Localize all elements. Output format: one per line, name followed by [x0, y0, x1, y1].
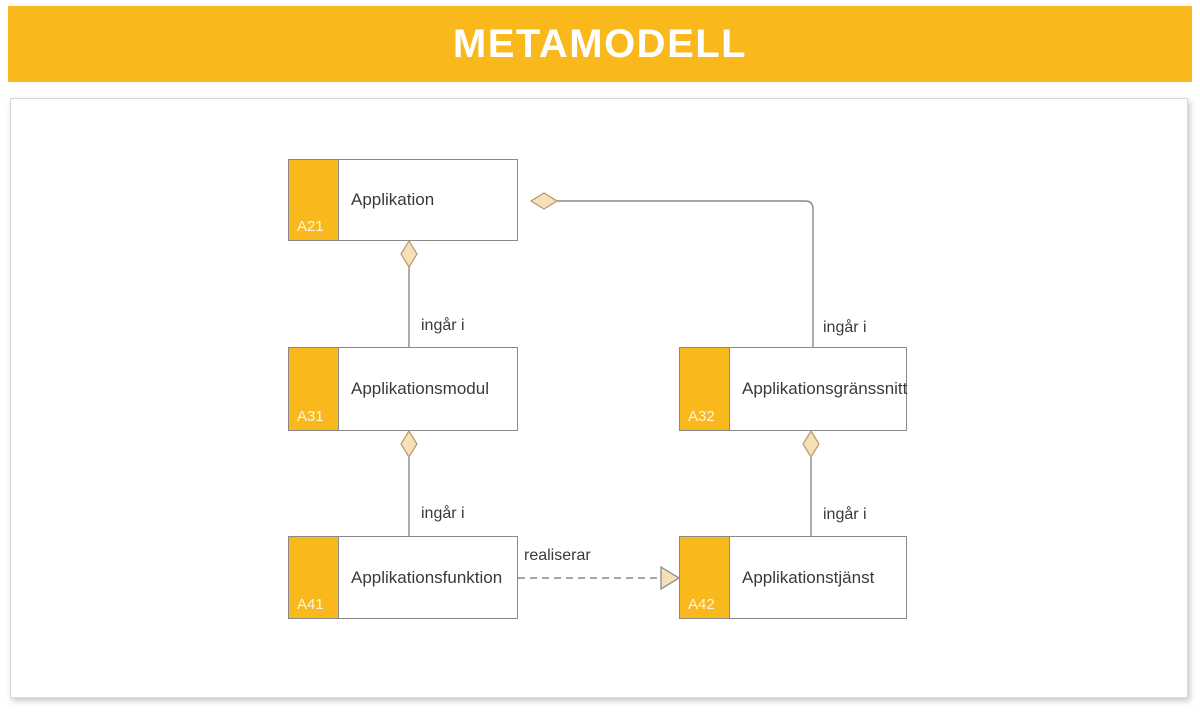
node-a42-tab: A42 [680, 537, 730, 618]
node-a21-code: A21 [297, 218, 324, 235]
node-a42[interactable]: A42 Applikationstjänst [679, 536, 907, 619]
node-a21[interactable]: A21 Applikation [288, 159, 518, 241]
diagram-canvas-inner: A21 Applikation A31 Applikationsmodul A3… [11, 99, 1187, 697]
node-a31[interactable]: A31 Applikationsmodul [288, 347, 518, 431]
page-title: METAMODELL [452, 22, 748, 66]
node-a41-label: Applikationsfunktion [351, 567, 503, 587]
node-a21-label: Applikation [351, 190, 435, 209]
edge-label-a41-a31: ingår i [421, 505, 465, 522]
node-a32[interactable]: A32 Applikationsgränssnitt [679, 347, 907, 431]
node-a41-tab: A41 [289, 537, 339, 618]
node-a32-label: Applikationsgränssnitt [742, 379, 908, 398]
node-a42-label: Applikationstjänst [742, 567, 875, 587]
diagram-canvas[interactable]: A21 Applikation A31 Applikationsmodul A3… [10, 98, 1188, 698]
edge-a31-a21 [400, 239, 418, 347]
node-a41[interactable]: A41 Applikationsfunktion [288, 536, 518, 619]
edge-label-a31-a21: ingår i [421, 317, 465, 334]
aggregation-diamond-icon [400, 429, 418, 459]
node-a32-code: A32 [688, 408, 715, 425]
connector-layer [400, 192, 820, 591]
node-a31-body: Applikationsmodul [339, 348, 517, 430]
node-a31-label: Applikationsmodul [351, 379, 489, 398]
node-a21-tab: A21 [289, 160, 339, 240]
edge-a41-a42-realization [518, 565, 681, 591]
edge-label-a42-a32: ingår i [823, 506, 867, 523]
node-a32-tab: A32 [680, 348, 730, 430]
edge-a41-a31 [400, 429, 418, 536]
node-a41-code: A41 [297, 596, 324, 613]
node-a32-body: Applikationsgränssnitt [730, 348, 907, 430]
edge-a42-a32 [802, 429, 820, 536]
node-a42-body: Applikationstjänst [730, 537, 906, 618]
realization-arrow-icon [660, 565, 681, 591]
edge-label-a41-a42: realiserar [524, 547, 591, 564]
aggregation-diamond-icon [802, 429, 820, 459]
edge-label-a32-a21: ingår i [823, 319, 867, 336]
edge-a32-a21 [529, 192, 814, 347]
node-a41-body: Applikationsfunktion [339, 537, 517, 618]
header-banner: METAMODELL [8, 6, 1192, 82]
node-a31-tab: A31 [289, 348, 339, 430]
node-a21-body: Applikation [339, 160, 517, 240]
aggregation-diamond-icon [529, 192, 559, 210]
node-a31-code: A31 [297, 408, 324, 425]
aggregation-diamond-icon [400, 239, 418, 269]
node-a42-code: A42 [688, 596, 715, 613]
